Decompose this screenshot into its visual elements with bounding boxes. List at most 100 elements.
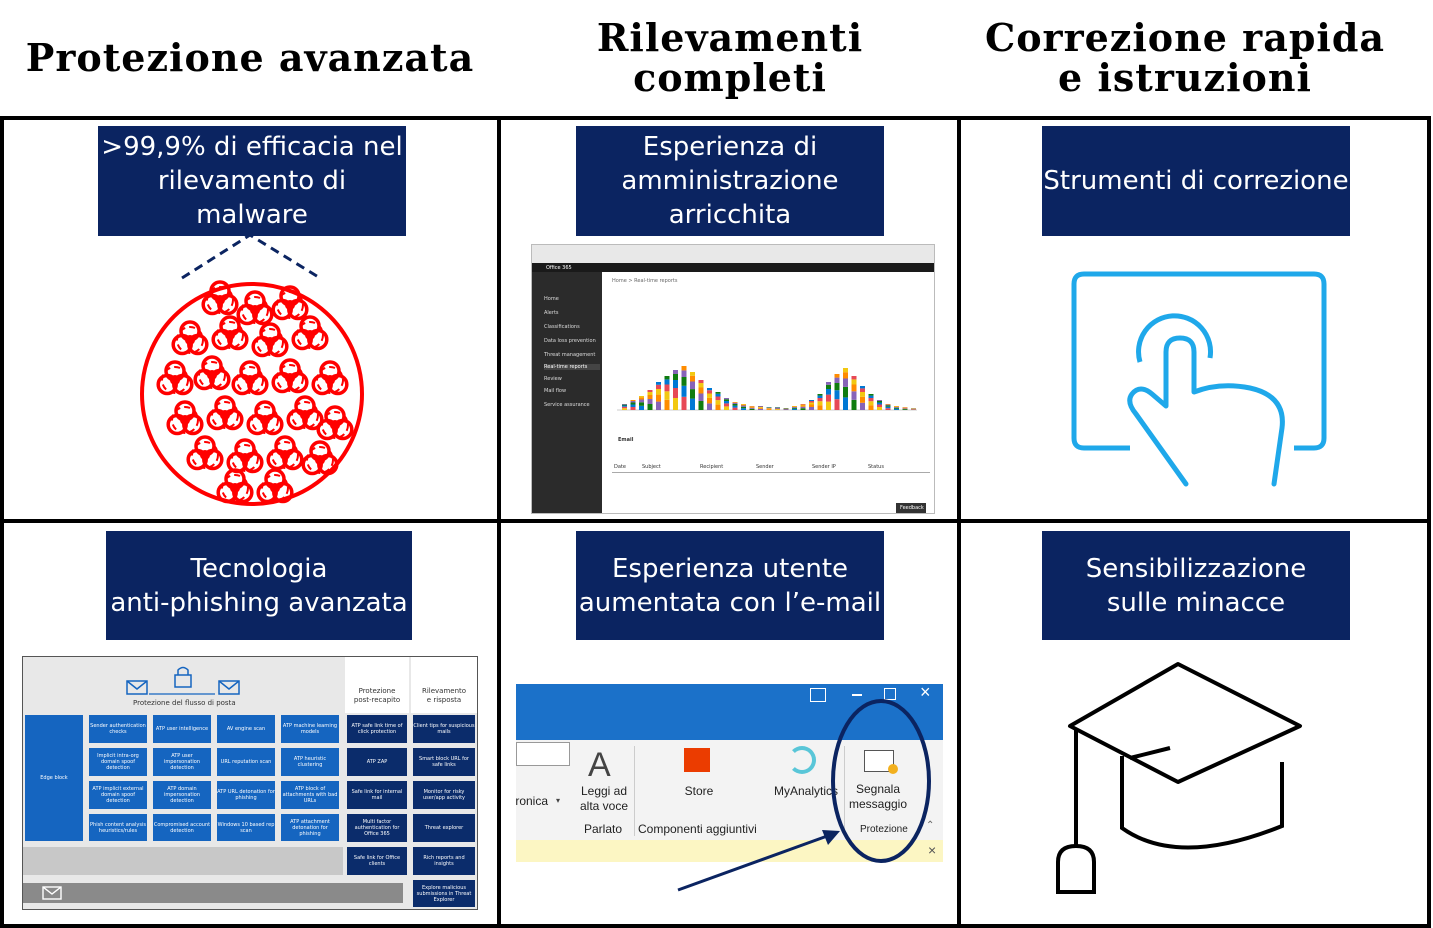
chart-bar-segment <box>817 394 823 396</box>
chart-bar-segment <box>775 407 780 409</box>
pd-r1c3: ATP heuristic clustering <box>281 748 339 776</box>
chart-bar-segment <box>749 407 755 409</box>
chart-bar-segment <box>911 409 916 410</box>
chart-bar-segment <box>758 406 763 407</box>
pd-r0c1: ATP user intelligence <box>153 715 211 743</box>
nav-mailflow[interactable]: Mail flow <box>544 388 567 394</box>
chart-bar-segment <box>724 398 729 400</box>
nav-dlp[interactable]: Data loss prevention <box>544 338 596 344</box>
ribbon-display-icon[interactable] <box>810 688 826 702</box>
pd-detect-1: Smart block URL for safe links <box>413 748 475 776</box>
nav-alerts[interactable]: Alerts <box>544 310 559 316</box>
pd-post-3: Multi factor authentication for Office 3… <box>347 814 407 842</box>
chart-bar-segment <box>843 386 848 398</box>
chart-bar-segment <box>766 407 772 409</box>
nav-threat[interactable]: Threat management <box>544 352 596 358</box>
chart-bar-segment <box>792 406 797 407</box>
partial-input-box[interactable] <box>516 742 570 766</box>
chart-bar-segment <box>902 407 908 409</box>
chart-bar-segment <box>690 398 695 410</box>
admin-screenshot: Office 365 Home Alerts Classifications D… <box>531 244 935 514</box>
chart-bar-segment <box>622 408 627 410</box>
store-button[interactable]: Store <box>666 746 732 826</box>
chart-bar-segment <box>809 401 814 403</box>
feedback-button[interactable]: Feedback <box>896 503 926 513</box>
read-aloud-button[interactable]: A Leggi ad alta voce <box>574 746 634 826</box>
chart-bar-segment <box>715 404 721 410</box>
chart-bar-segment <box>792 407 797 408</box>
pd-post-0: ATP safe link time of click protection <box>347 715 407 743</box>
chart-bar-segment <box>766 409 772 410</box>
close-icon[interactable]: × <box>920 684 931 702</box>
chart-bar-segment <box>639 405 644 410</box>
biohazard-icon-cluster <box>156 280 354 504</box>
stacked-bar-chart <box>617 366 917 411</box>
chart-bar-segment <box>783 408 789 410</box>
chart-bar-segment <box>639 402 644 406</box>
info-bar-close-icon[interactable]: × <box>928 842 937 858</box>
nav-service[interactable]: Service assurance <box>544 402 590 408</box>
chart-bar-segment <box>698 387 704 394</box>
nav-realtime[interactable]: Real-time reports <box>544 364 600 370</box>
chart-bar-segment <box>885 404 891 406</box>
flow-label: Protezione del flusso di posta <box>133 699 236 707</box>
chart-bar-segment <box>860 386 865 389</box>
chart-bar-segment <box>647 399 653 404</box>
myanalytics-icon <box>788 746 816 774</box>
nav-classifications[interactable]: Classifications <box>544 324 580 330</box>
malware-circle <box>140 282 364 506</box>
chart-bar-segment <box>868 398 874 402</box>
ribbon-titlebar: × <box>516 684 943 740</box>
breadcrumb: Home > Real-time reports <box>612 278 678 284</box>
myanalytics-button[interactable]: MyAnalytics <box>766 746 846 826</box>
chart-bar-segment <box>894 407 899 409</box>
chart-bar-segment <box>698 401 704 410</box>
chart-bar-segment <box>690 372 695 376</box>
chart-bar-segment <box>826 389 831 395</box>
partial-ribbon-label[interactable]: tronica <box>516 794 549 808</box>
minimize-icon[interactable] <box>852 694 862 696</box>
chart-bar-segment <box>877 400 882 401</box>
divider-2 <box>844 746 845 836</box>
nav-home[interactable]: Home <box>544 296 559 302</box>
edge-block: Edge block <box>25 715 83 841</box>
chart-bar-segment <box>817 401 823 406</box>
warning-icon <box>888 764 898 774</box>
pd-detect-3: Threat explorer <box>413 814 475 842</box>
chart-bar-segment <box>664 391 670 400</box>
group-protection-label: Protezione <box>860 824 908 835</box>
chart-bar-segment <box>681 370 687 377</box>
chart-bar-segment <box>656 394 661 402</box>
chart-bar-segment <box>775 408 780 410</box>
column-title-protection: Protezione avanzata <box>25 34 475 80</box>
restore-icon[interactable] <box>884 688 896 700</box>
email-ux-badge: Esperienza utente aumentata con l’e-mail <box>576 531 884 640</box>
chart-bar-segment <box>724 401 729 404</box>
chart-bar-segment <box>707 390 712 394</box>
phishing-diagram: Protezione del flusso di posta Protezion… <box>22 656 478 910</box>
report-message-button[interactable]: Segnala messaggio <box>846 746 910 826</box>
group-addins-label: Componenti aggiuntivi <box>638 822 757 836</box>
post-delivery-header: Protezione post-recapito <box>345 657 409 713</box>
chart-bar-segment <box>843 397 848 410</box>
chart-bar-segment <box>843 378 848 387</box>
chart-bar-segment <box>894 406 899 407</box>
grid-right <box>1427 116 1431 928</box>
chart-bar-segment <box>817 405 823 410</box>
chart-bar-segment <box>656 401 661 410</box>
chart-bar-segment <box>664 376 670 380</box>
chart-bar-segment <box>834 390 840 400</box>
chart-bar-segment <box>809 407 814 410</box>
chart-bar-segment <box>894 408 899 410</box>
read-aloud-icon: A <box>588 746 611 784</box>
pd-r1c1: ATP user impersonation detection <box>153 748 211 776</box>
chart-bar-segment <box>868 401 874 406</box>
chart-bar-segment <box>885 406 891 409</box>
email-section-title: Email <box>618 437 634 443</box>
chart-bar-segment <box>749 406 755 407</box>
results-table-header: Date Subject Recipient Sender Sender IP … <box>612 464 930 473</box>
nav-review[interactable]: Review <box>544 376 562 382</box>
collapse-ribbon-icon[interactable]: ⌃ <box>926 820 935 831</box>
chart-bar-segment <box>834 374 840 378</box>
chart-bar-segment <box>647 392 653 395</box>
